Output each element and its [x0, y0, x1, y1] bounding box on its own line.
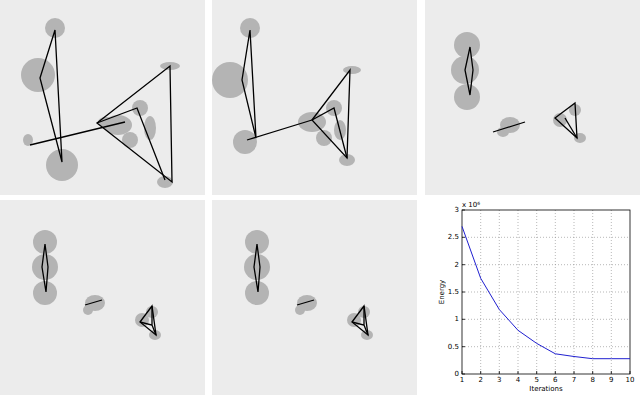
x-tick-label: 5	[534, 376, 538, 384]
y-tick-label: 0.5	[448, 343, 459, 351]
panel-4	[0, 200, 205, 395]
y-tick-label: 2	[455, 261, 459, 269]
y-tick-label: 2.5	[448, 233, 459, 241]
x-tick-label: 6	[553, 376, 557, 384]
x-tick-label: 4	[516, 376, 520, 384]
y-tick-label: 3	[455, 206, 459, 214]
x-tick-label: 9	[609, 376, 613, 384]
panel-1	[0, 0, 205, 195]
x-tick-label: 7	[572, 376, 576, 384]
y-tick-label: 0	[455, 370, 459, 378]
x-tick-label: 2	[478, 376, 482, 384]
panel-3	[425, 0, 640, 195]
x-tick-label: 10	[626, 376, 635, 384]
y-axis-label: Energy	[438, 280, 446, 305]
x-tick-label: 8	[590, 376, 594, 384]
energy-plot	[462, 210, 630, 374]
panel-5	[212, 200, 417, 395]
y-tick-label: 1.5	[448, 288, 459, 296]
x-tick-label: 1	[460, 376, 464, 384]
y-tick-label: 1	[455, 315, 459, 323]
x-tick-label: 3	[497, 376, 501, 384]
panel-2	[212, 0, 417, 195]
axis-exponent: x 10⁶	[462, 201, 480, 209]
x-axis-label: Iterations	[529, 385, 562, 393]
